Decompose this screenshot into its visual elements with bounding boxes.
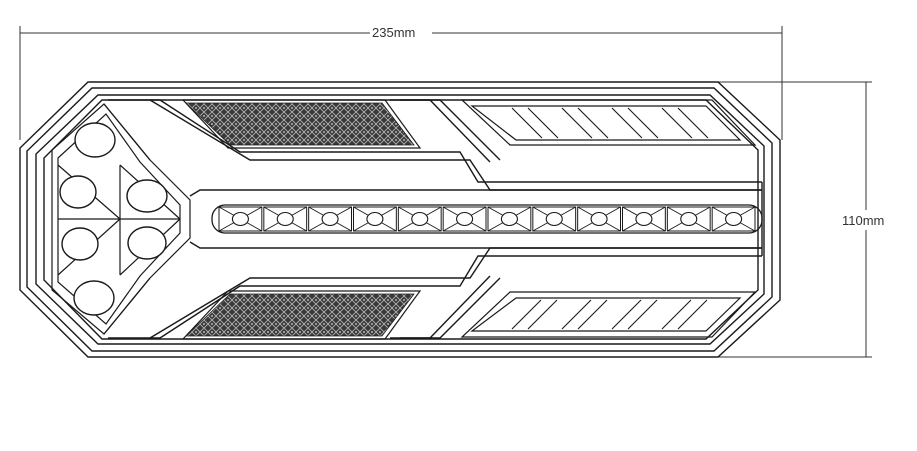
indicator-stripe: [661, 299, 708, 330]
led-cell-lens: [590, 211, 608, 227]
led-strip: [211, 204, 763, 234]
reflector-lower-mesh: [185, 293, 415, 337]
led-cell-lens: [545, 211, 563, 227]
led-cell-frame: [263, 206, 308, 232]
led-cell: [353, 206, 397, 232]
left-cluster-bottom-ray: [103, 277, 151, 335]
housing-rim-3: [43, 99, 759, 340]
led-cell-lens: [321, 211, 339, 227]
led-cell-frame: [532, 206, 577, 232]
light-guide-upper-inner: [150, 99, 762, 183]
indicator-stripe: [511, 299, 558, 330]
led-cell: [622, 206, 666, 232]
led-cell-lens: [635, 211, 653, 227]
led-cell-frame: [308, 206, 352, 232]
led-cell-frame: [397, 206, 442, 232]
led-cell-frame: [666, 206, 711, 232]
led-cell-frame: [622, 206, 666, 232]
round-led-lower-right: [127, 226, 167, 260]
indicator-stripe: [611, 299, 658, 330]
indicator-upper-stripes: [511, 107, 709, 139]
housing-outer: [19, 81, 781, 358]
reflector-lower-frame: [181, 290, 422, 340]
indicator-lower-outer: [460, 291, 757, 338]
led-cell: [532, 206, 577, 232]
height-label: 110mm: [842, 213, 884, 228]
led-cell: [577, 206, 622, 232]
led-cell-lens: [411, 211, 429, 227]
housing-rim-2: [35, 94, 765, 345]
housing: [19, 81, 781, 358]
height-dimension: [700, 81, 872, 358]
led-cell: [397, 206, 442, 232]
led-cell: [218, 206, 263, 232]
led-cell-frame: [442, 206, 487, 232]
light-guide: [108, 99, 763, 339]
reflector-upper: [181, 99, 422, 149]
round-led-upper-left: [59, 175, 97, 209]
round-led-lower-left: [61, 227, 99, 261]
led-cell-lens: [725, 211, 743, 227]
led-cell-lens: [680, 211, 698, 227]
indicator-lower-stripes: [511, 299, 708, 330]
led-cell-frame: [487, 206, 532, 232]
led-cell-frame: [218, 206, 263, 232]
indicator-lower-inner: [470, 297, 742, 332]
led-cell: [487, 206, 532, 232]
reflector-upper-frame: [181, 99, 422, 149]
round-led-upper-right: [126, 179, 168, 213]
led-cell-frame: [353, 206, 397, 232]
light-guide-lower-right: [390, 277, 501, 339]
led-cell-lens: [500, 211, 518, 227]
led-strip-frame: [211, 204, 763, 234]
housing-rim-1: [26, 87, 773, 352]
round-led-top: [74, 122, 116, 158]
indicator-stripe: [561, 299, 608, 330]
led-cell: [442, 206, 487, 232]
left-cluster-top-ray: [103, 103, 151, 161]
led-cell-lens: [231, 211, 249, 227]
reflector-lower: [181, 290, 422, 340]
reflector-upper-mesh: [185, 102, 415, 146]
round-leds: [59, 122, 168, 316]
led-cell-lens: [366, 211, 384, 227]
led-cell: [666, 206, 711, 232]
indicator-upper-inner: [470, 105, 742, 141]
indicator-upper: [460, 99, 757, 146]
indicator-stripe: [611, 107, 659, 139]
led-cell-lens: [276, 211, 294, 227]
light-guide-lower-right-inner: [400, 275, 491, 339]
light-guide-lower-inner: [150, 255, 762, 339]
width-label: 235mm: [372, 25, 415, 40]
width-dimension: [19, 26, 783, 140]
indicator-lower: [460, 291, 757, 338]
led-cell-frame: [577, 206, 622, 232]
led-cells: [218, 206, 756, 232]
led-cell: [308, 206, 352, 232]
light-guide-stem-top: [189, 189, 762, 197]
led-cell: [711, 206, 756, 232]
indicator-upper-outer: [460, 99, 757, 146]
light-guide-stem-bottom: [189, 241, 762, 249]
left-cluster: [51, 103, 191, 335]
indicator-stripe: [561, 107, 609, 139]
led-cell-frame: [711, 206, 756, 232]
light-guide-upper-right-inner: [400, 99, 491, 163]
indicator-stripe: [511, 107, 559, 139]
indicator-stripe: [661, 107, 709, 139]
led-cell-lens: [456, 211, 474, 227]
led-cell: [263, 206, 308, 232]
round-led-bottom: [73, 280, 115, 316]
